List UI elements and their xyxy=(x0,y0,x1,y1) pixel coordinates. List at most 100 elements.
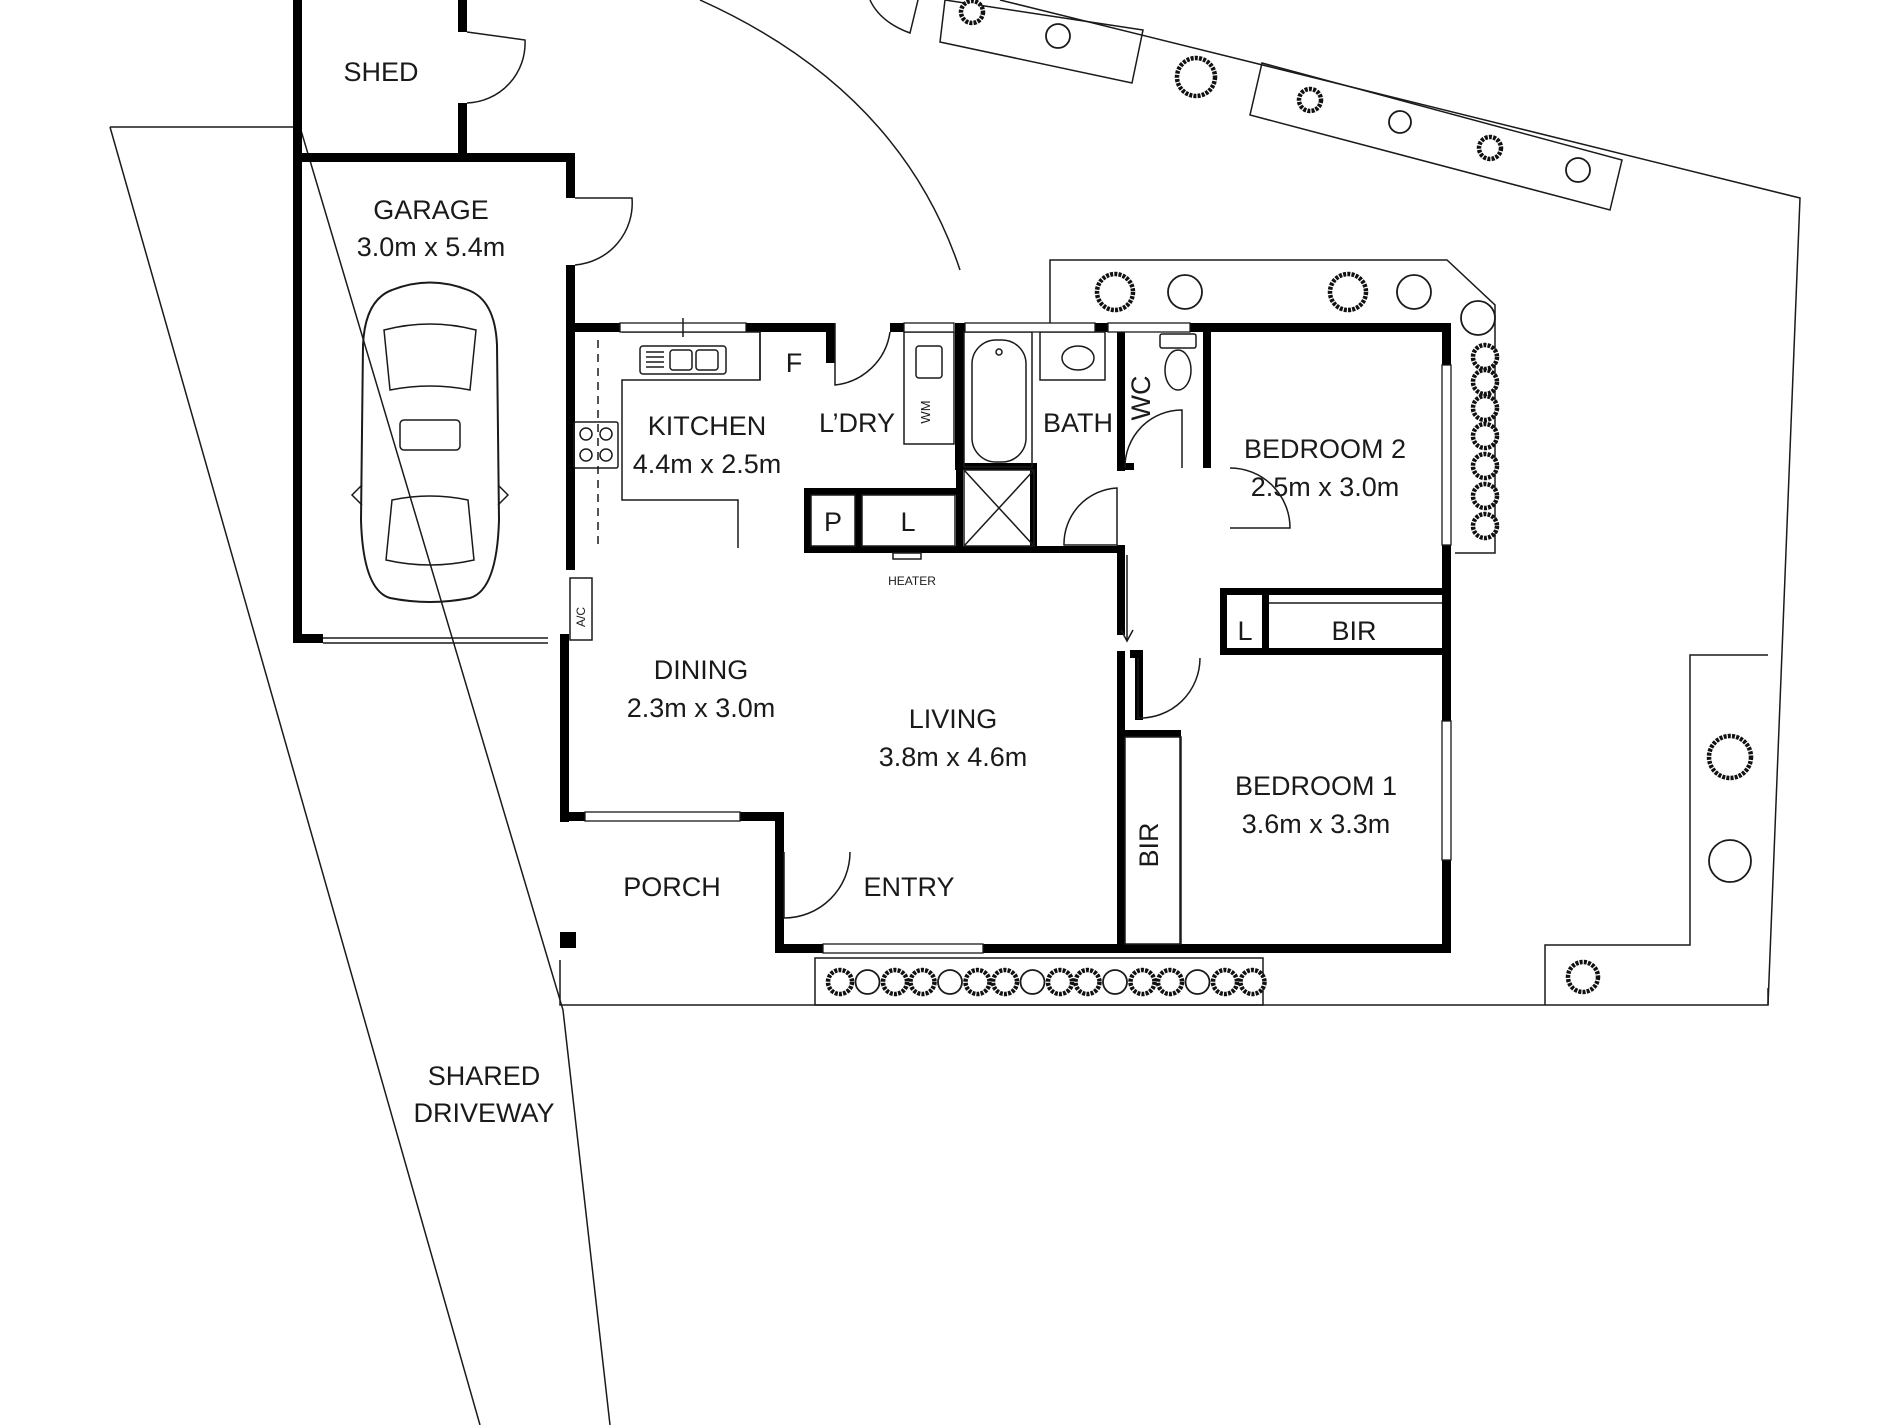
wall xyxy=(560,932,576,948)
wall xyxy=(1130,650,1138,658)
wall xyxy=(1203,323,1211,468)
bir-bed1-label: BIR xyxy=(1134,822,1164,867)
shrub-icon xyxy=(908,967,937,997)
wall xyxy=(560,634,569,822)
wall xyxy=(293,634,323,643)
door-swing xyxy=(1229,467,1291,529)
shrub-icon xyxy=(880,967,910,997)
shrub-icon xyxy=(990,967,1020,997)
wall xyxy=(775,944,1451,953)
windows xyxy=(584,318,1452,954)
garage-size: 3.0m x 5.4m xyxy=(357,232,506,262)
shrub-icon xyxy=(854,969,881,995)
side-boundary xyxy=(999,0,1801,1006)
shrub-icon xyxy=(1706,733,1754,781)
fixtures xyxy=(323,331,1442,945)
driveway-outline xyxy=(110,126,611,1425)
shrub-icon xyxy=(1565,157,1591,183)
shrub-icon xyxy=(1167,274,1203,310)
wall xyxy=(1442,860,1451,953)
bath-drain xyxy=(995,348,1003,356)
wall xyxy=(1117,651,1125,953)
toilet-cistern xyxy=(1159,333,1197,349)
garage-label: GARAGE xyxy=(373,195,489,225)
burner xyxy=(579,427,593,441)
shrub-icon xyxy=(1388,110,1412,134)
shrub-icon xyxy=(1184,969,1211,995)
fridge-label: F xyxy=(786,348,803,378)
garden-bed-bath xyxy=(1049,259,1496,554)
wall xyxy=(1117,323,1125,471)
door-swing xyxy=(1063,487,1118,546)
entry-label: ENTRY xyxy=(863,872,954,902)
wall xyxy=(956,470,963,553)
door-swing xyxy=(834,323,891,386)
garden-bed-rear-1 xyxy=(939,0,1144,84)
shrub-icon xyxy=(1238,967,1267,997)
door-swing xyxy=(1124,409,1183,469)
wall xyxy=(1190,323,1450,332)
wall xyxy=(293,153,575,162)
shrub-icon xyxy=(1470,421,1500,451)
shrub-icon xyxy=(1565,959,1601,995)
shrub-icon xyxy=(1128,967,1157,997)
shrub-icon xyxy=(1460,300,1496,336)
sink-bowl xyxy=(695,349,719,371)
cooktop-icon xyxy=(573,421,619,469)
wall xyxy=(804,488,811,553)
heater-icon xyxy=(892,552,922,560)
living-size: 3.8m x 4.6m xyxy=(879,742,1028,772)
door-swing xyxy=(1137,657,1201,719)
wall xyxy=(1220,648,1451,655)
kitchen-size: 4.4m x 2.5m xyxy=(633,449,782,479)
wall xyxy=(775,812,784,852)
vanity xyxy=(1039,331,1106,381)
dining-label: DINING xyxy=(654,655,749,685)
shrub-icon xyxy=(1470,481,1500,511)
wall xyxy=(826,323,835,363)
garden-arc xyxy=(699,0,961,271)
burner xyxy=(599,427,613,441)
shrub-icon xyxy=(1470,511,1500,541)
window xyxy=(1441,720,1452,861)
garden-bed-rear-2 xyxy=(1249,62,1623,211)
door-swing xyxy=(466,31,526,104)
shrub-icon xyxy=(1296,86,1324,114)
shrub-icon xyxy=(1470,342,1500,372)
porch-label: PORCH xyxy=(623,872,721,902)
shrub-icon xyxy=(1094,271,1136,313)
sink-icon xyxy=(639,345,727,375)
linen-label: L xyxy=(900,507,915,537)
car-icon xyxy=(350,281,510,603)
wall xyxy=(955,323,964,468)
laundry-tub-icon xyxy=(915,345,943,379)
linen-bed2-label: L xyxy=(1237,616,1252,646)
shed-label: SHED xyxy=(343,57,418,87)
gate-arc xyxy=(869,0,919,34)
shrub-icon xyxy=(1155,967,1185,997)
shrub-icon xyxy=(1073,967,1102,997)
wall xyxy=(775,812,784,952)
wall xyxy=(1262,595,1269,655)
bedroom1-label: BEDROOM 1 xyxy=(1235,771,1397,801)
wall xyxy=(293,0,302,160)
shrub-icon xyxy=(1470,393,1500,423)
shrub-icon xyxy=(937,969,963,995)
wall xyxy=(566,153,575,198)
laundry-label: L’DRY xyxy=(819,408,895,438)
wc-label: WC xyxy=(1126,376,1156,421)
driveway-left-edge xyxy=(109,126,481,1425)
shrub-icon xyxy=(1708,839,1752,883)
shrub-icon xyxy=(1102,969,1128,995)
burner xyxy=(599,448,613,462)
shrub-icon xyxy=(1045,967,1075,997)
bathtub-icon xyxy=(971,339,1027,463)
arrow-head xyxy=(1120,629,1134,643)
burner xyxy=(579,448,593,462)
shrub-icon xyxy=(1019,969,1046,995)
window xyxy=(822,943,984,954)
linen-cupboard xyxy=(861,494,956,547)
garden-bed-right xyxy=(1544,654,1768,1005)
shrub-icon xyxy=(958,0,986,26)
